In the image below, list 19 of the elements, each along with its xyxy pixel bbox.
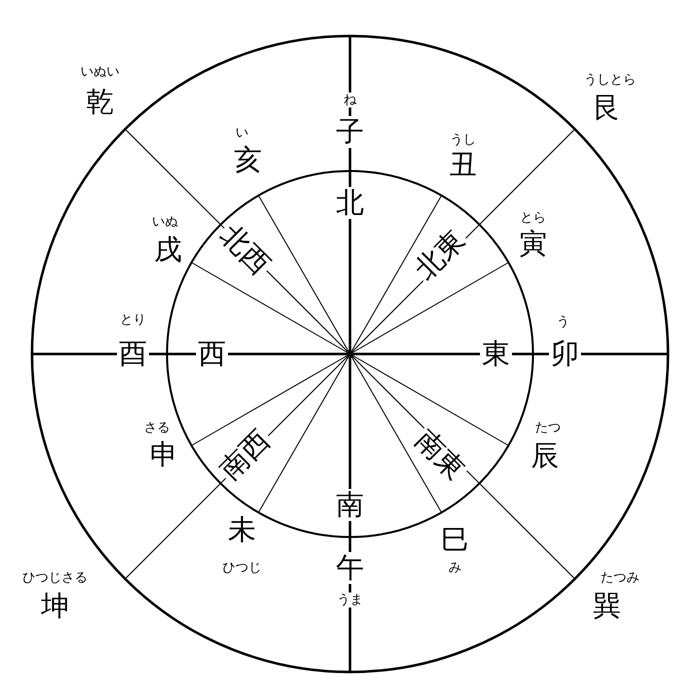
reading-label: いぬ xyxy=(151,214,179,230)
reading-label: うし xyxy=(449,132,477,148)
direction-label: 南 xyxy=(334,489,366,521)
reading-label: とら xyxy=(519,210,547,226)
zodiac-label: 巽 xyxy=(591,590,623,622)
reading-label: み xyxy=(448,560,462,576)
reading-label: ひつじ xyxy=(222,560,262,576)
reading-label: さる xyxy=(143,420,171,436)
zodiac-label: 卯 xyxy=(549,338,581,370)
reading-label: ね xyxy=(342,92,358,108)
reading-label: たつみ xyxy=(600,570,640,586)
zodiac-label: 午 xyxy=(334,552,366,584)
zodiac-label: 亥 xyxy=(232,144,264,176)
direction-label: 北 xyxy=(334,187,366,219)
reading-label: うしとら xyxy=(583,72,637,88)
reading-label: いぬい xyxy=(80,64,120,80)
reading-label: たつ xyxy=(534,420,562,436)
reading-label: ひつじさる xyxy=(22,570,88,586)
reading-label: い xyxy=(234,126,250,140)
